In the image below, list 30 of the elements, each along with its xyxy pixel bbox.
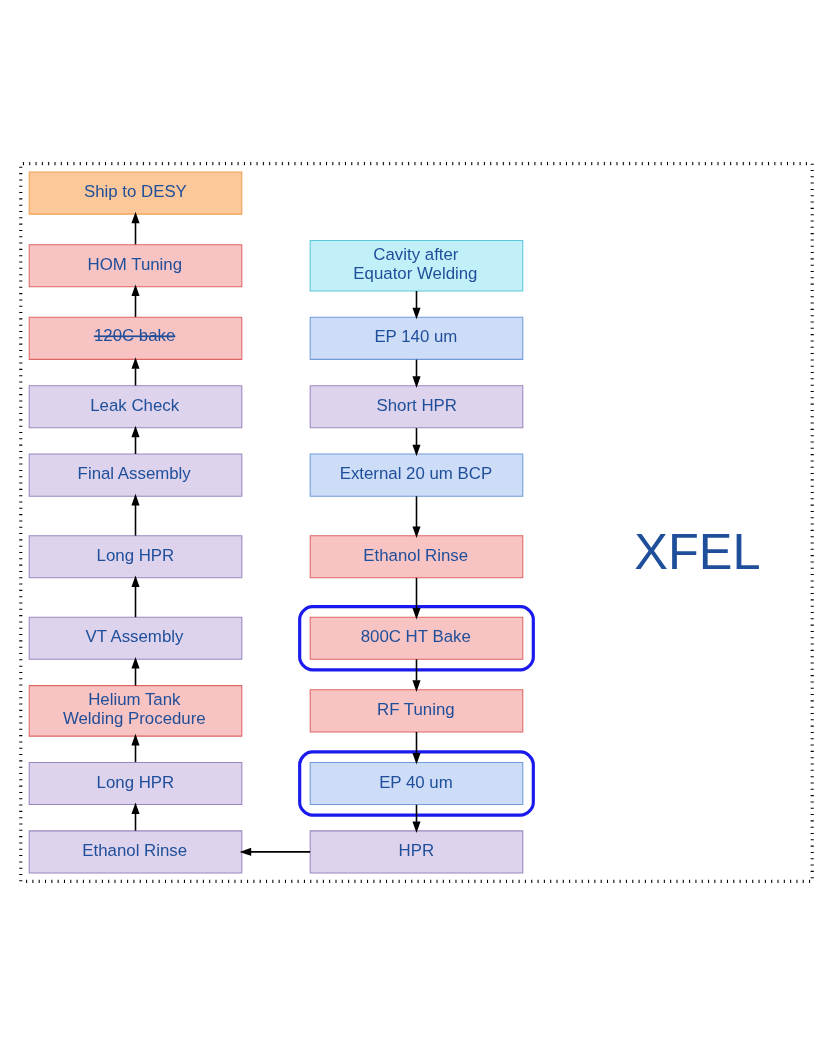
node-box: Leak Check	[28, 385, 243, 429]
node-box: EP 40 um	[309, 761, 524, 806]
node-box: Long HPR	[28, 761, 243, 806]
arrow	[412, 731, 421, 765]
node-box: 800C HT Bake	[309, 616, 524, 660]
node-box: HOM Tuning	[28, 244, 243, 288]
node-box: EP 140 um	[309, 316, 524, 360]
node-box: HPR	[309, 830, 524, 874]
arrow	[131, 284, 140, 318]
node-box: Short HPR	[309, 385, 524, 429]
arrow	[412, 495, 421, 538]
node-box: 120C bake	[28, 316, 243, 360]
node-box: Long HPR	[28, 535, 243, 579]
node-box: RF Tuning	[309, 689, 524, 733]
node-box: Final Assembly	[28, 453, 243, 497]
arrow	[412, 577, 421, 620]
node-box: Helium Tank Welding Procedure	[28, 685, 243, 737]
label: XFEL	[634, 523, 761, 581]
arrow	[131, 493, 140, 537]
node-box: Ethanol Rinse	[28, 830, 243, 874]
arrow	[131, 575, 140, 618]
arrow	[412, 658, 421, 692]
node-box: Ship to DESY	[28, 171, 243, 215]
node-box: Cavity after Equator Welding	[309, 239, 524, 292]
node-box: External 20 um BCP	[309, 453, 524, 497]
node-box: VT Assembly	[28, 616, 243, 660]
arrow	[131, 211, 140, 246]
node-box: Ethanol Rinse	[309, 535, 524, 579]
arrow	[239, 847, 311, 856]
cluster	[19, 162, 814, 883]
